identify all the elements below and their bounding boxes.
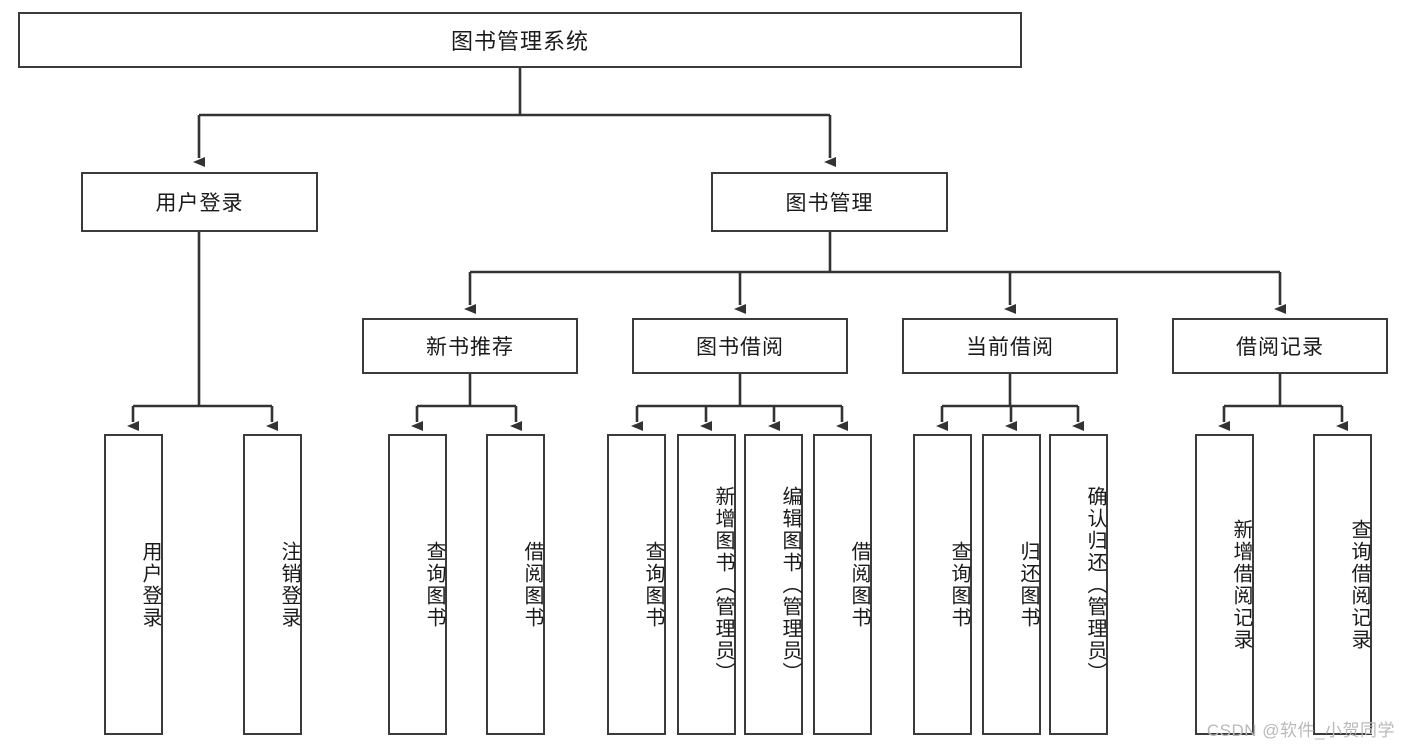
node-book-borrow[interactable]: 图书借阅 bbox=[632, 318, 848, 374]
node-label: 查询图书 bbox=[642, 540, 664, 629]
node-label: 图书管理 bbox=[785, 192, 874, 215]
node-new-book-recommend[interactable]: 新书推荐 bbox=[362, 318, 578, 374]
watermark-text: CSDN @软件_小贺同学 bbox=[1206, 721, 1395, 740]
node-borrow-record[interactable]: 借阅记录 bbox=[1172, 318, 1388, 374]
node-current-borrow[interactable]: 当前借阅 bbox=[902, 318, 1118, 374]
node-label: 借阅记录 bbox=[1236, 336, 1324, 359]
node-label: 查询图书 bbox=[423, 540, 445, 629]
node-leaf-edit-book[interactable]: 编辑图书（管理员） bbox=[744, 434, 803, 735]
node-leaf-add-record[interactable]: 新增借阅记录 bbox=[1195, 434, 1254, 735]
node-label: 借阅图书 bbox=[521, 540, 543, 629]
node-leaf-add-book[interactable]: 新增图书（管理员） bbox=[677, 434, 736, 735]
node-leaf-borrow-book-2[interactable]: 借阅图书 bbox=[813, 434, 872, 735]
node-label: 新书推荐 bbox=[426, 336, 514, 359]
node-leaf-user-login[interactable]: 用户登录 bbox=[104, 434, 163, 735]
node-leaf-query-book-2[interactable]: 查询图书 bbox=[607, 434, 666, 735]
node-leaf-query-book-1[interactable]: 查询图书 bbox=[388, 434, 447, 735]
node-label: 用户登录 bbox=[155, 192, 244, 215]
node-label: 用户登录 bbox=[139, 540, 161, 629]
node-label: 图书借阅 bbox=[696, 336, 784, 359]
node-root-system[interactable]: 图书管理系统 bbox=[18, 12, 1022, 68]
node-label: 注销登录 bbox=[278, 540, 300, 629]
node-leaf-logout[interactable]: 注销登录 bbox=[243, 434, 302, 735]
node-leaf-borrow-book-1[interactable]: 借阅图书 bbox=[486, 434, 545, 735]
node-label: 当前借阅 bbox=[966, 336, 1054, 359]
node-leaf-return-book[interactable]: 归还图书 bbox=[982, 434, 1041, 735]
node-label: 查询借阅记录 bbox=[1348, 518, 1370, 651]
node-label: 新增借阅记录 bbox=[1230, 518, 1252, 651]
node-label: 图书管理系统 bbox=[450, 29, 589, 54]
node-leaf-confirm-return[interactable]: 确认归还（管理员） bbox=[1049, 434, 1108, 735]
node-leaf-query-book-3[interactable]: 查询图书 bbox=[913, 434, 972, 735]
node-user-login[interactable]: 用户登录 bbox=[81, 172, 318, 232]
node-leaf-query-record[interactable]: 查询借阅记录 bbox=[1313, 434, 1372, 735]
node-label: 查询图书 bbox=[948, 540, 970, 629]
node-book-manage[interactable]: 图书管理 bbox=[711, 172, 948, 232]
node-label: 确认归还（管理员） bbox=[1084, 485, 1106, 684]
node-label: 新增图书（管理员） bbox=[712, 485, 734, 684]
node-label: 编辑图书（管理员） bbox=[779, 485, 801, 684]
node-label: 借阅图书 bbox=[848, 540, 870, 629]
node-label: 归还图书 bbox=[1017, 540, 1039, 629]
